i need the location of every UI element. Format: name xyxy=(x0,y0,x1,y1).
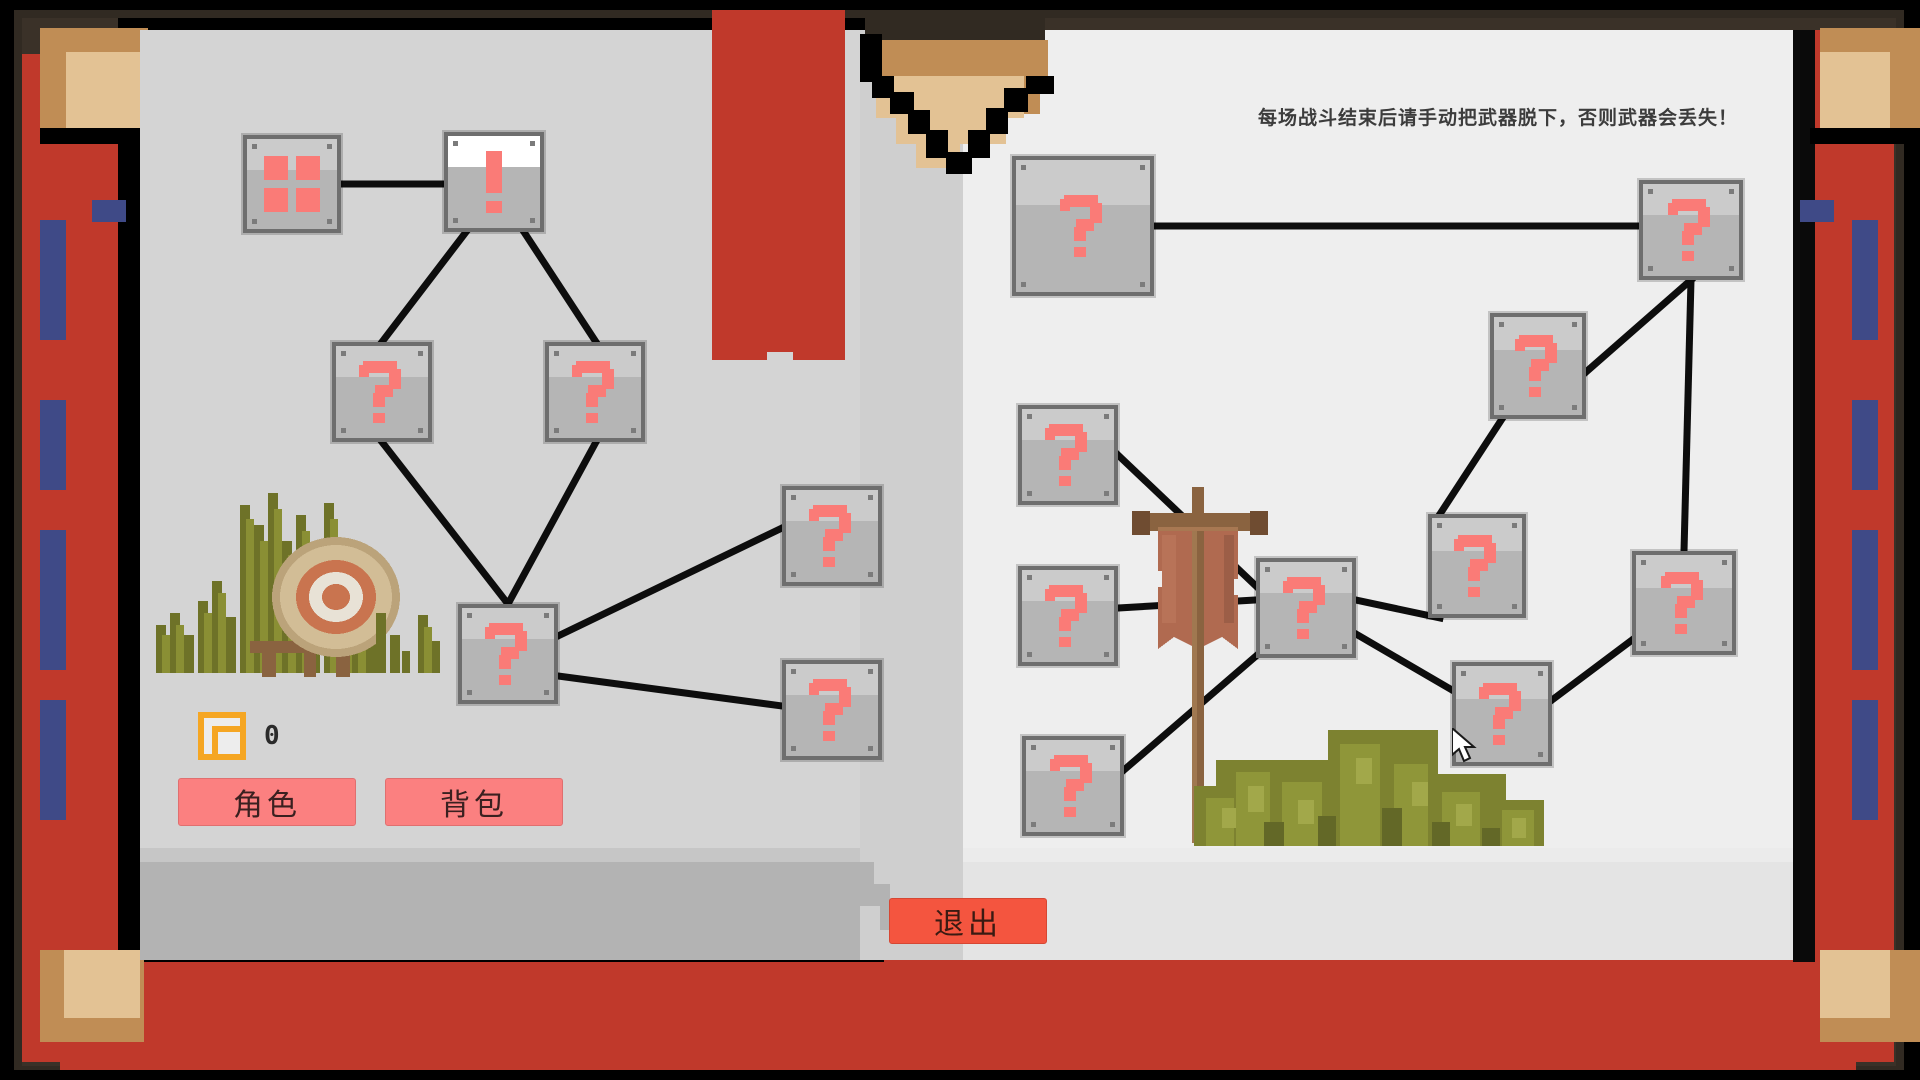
bookmark-ribbon-notch xyxy=(712,424,746,464)
question-mark-icon xyxy=(572,361,618,423)
map-node-unknown[interactable] xyxy=(1452,662,1552,766)
left-page-band-step xyxy=(860,884,890,906)
question-mark-icon xyxy=(359,361,405,423)
mouse-pointer xyxy=(1452,728,1477,763)
cover-deco-block xyxy=(1852,400,1878,490)
map-node-unknown[interactable] xyxy=(332,342,432,442)
bookmark-ribbon-notch xyxy=(745,378,769,464)
bookmark-ribbon xyxy=(712,10,845,360)
cover-deco-block xyxy=(1800,200,1834,222)
map-node-unknown[interactable] xyxy=(1018,566,1118,666)
question-mark-icon xyxy=(1515,335,1561,397)
exclamation-icon xyxy=(486,151,502,213)
bookmark-ribbon-notch xyxy=(793,378,817,464)
question-mark-icon xyxy=(1045,585,1091,647)
corner-page-top-left-shadow xyxy=(40,128,148,144)
page-hang-edge xyxy=(946,152,972,174)
right-page-band xyxy=(963,862,1793,960)
exit-button[interactable]: 退出 xyxy=(889,898,1047,944)
question-mark-icon xyxy=(485,623,531,685)
cover-deco-block xyxy=(40,700,66,820)
map-node-unknown[interactable] xyxy=(782,660,882,760)
bookmark-ribbon-notch xyxy=(816,424,846,464)
page-hang-edge xyxy=(926,130,948,158)
question-mark-icon xyxy=(1479,683,1525,745)
map-node-unknown[interactable] xyxy=(1018,405,1118,505)
cover-deco-block xyxy=(92,200,126,222)
map-node-unknown[interactable] xyxy=(1022,736,1124,836)
map-node-unknown[interactable] xyxy=(1632,551,1736,655)
four-squares-icon xyxy=(264,156,320,212)
map-node-rest[interactable] xyxy=(243,135,341,233)
weapon-warning-text: 每场战斗结束后请手动把武器脱下，否则武器会丢失！ xyxy=(1258,107,1739,129)
map-node-event-current[interactable] xyxy=(444,132,544,232)
page-hang-edge xyxy=(1004,88,1028,112)
page-hang-edge xyxy=(968,130,990,158)
corner-page-bottom-right xyxy=(1820,950,1920,1042)
question-mark-icon xyxy=(1454,535,1500,597)
map-node-unknown[interactable] xyxy=(545,342,645,442)
map-node-unknown[interactable] xyxy=(1012,156,1154,296)
map-node-unknown[interactable] xyxy=(1256,558,1356,658)
left-page-band-step xyxy=(846,862,874,884)
corner-page-bottom-left xyxy=(40,950,144,1042)
page-frame-top-left xyxy=(118,18,884,32)
question-mark-icon xyxy=(1045,424,1091,486)
cover-deco-block xyxy=(40,530,66,670)
right-page-band-light xyxy=(963,848,1793,864)
cover-deco-block xyxy=(1852,220,1878,340)
bush-decor xyxy=(1194,730,1544,846)
coin-icon xyxy=(198,712,246,760)
left-page-band xyxy=(140,862,860,960)
cover-deco-block xyxy=(1852,700,1878,820)
page-hang-edge xyxy=(890,92,914,114)
question-mark-icon xyxy=(1661,572,1707,634)
character-button[interactable]: 角色 xyxy=(178,778,356,826)
page-frame-right xyxy=(1793,30,1815,962)
currency-amount: 0 xyxy=(264,721,280,751)
question-mark-icon xyxy=(1668,199,1714,261)
page-hang-edge xyxy=(860,34,882,82)
cover-deco-block xyxy=(1852,530,1878,670)
question-mark-icon xyxy=(1060,195,1106,257)
currency-display: 0 xyxy=(198,712,280,760)
question-mark-icon xyxy=(809,679,855,741)
map-node-unknown[interactable] xyxy=(1490,313,1586,419)
page-hang-edge xyxy=(1026,76,1054,94)
page-hang-edge xyxy=(986,108,1008,134)
question-mark-icon xyxy=(1050,755,1096,817)
map-node-unknown[interactable] xyxy=(458,604,558,704)
corner-page-top-right xyxy=(1820,28,1920,128)
page-frame-left xyxy=(118,18,140,962)
corner-page-top-right-shadow xyxy=(1810,128,1920,144)
page-hang-edge xyxy=(872,76,894,98)
backpack-button[interactable]: 背包 xyxy=(385,778,563,826)
cover-deco-block xyxy=(40,400,66,490)
page-hang-edge xyxy=(908,110,930,134)
question-mark-icon xyxy=(809,505,855,567)
question-mark-icon xyxy=(1283,577,1329,639)
bookmark-ribbon-notch xyxy=(767,352,793,464)
map-node-unknown[interactable] xyxy=(1428,514,1526,618)
map-node-unknown[interactable] xyxy=(1639,180,1743,280)
corner-page-top-left xyxy=(40,28,148,128)
map-node-unknown[interactable] xyxy=(782,486,882,586)
left-page-band-light xyxy=(140,848,860,864)
archery-target-decor xyxy=(156,493,440,677)
cover-deco-block xyxy=(40,220,66,340)
